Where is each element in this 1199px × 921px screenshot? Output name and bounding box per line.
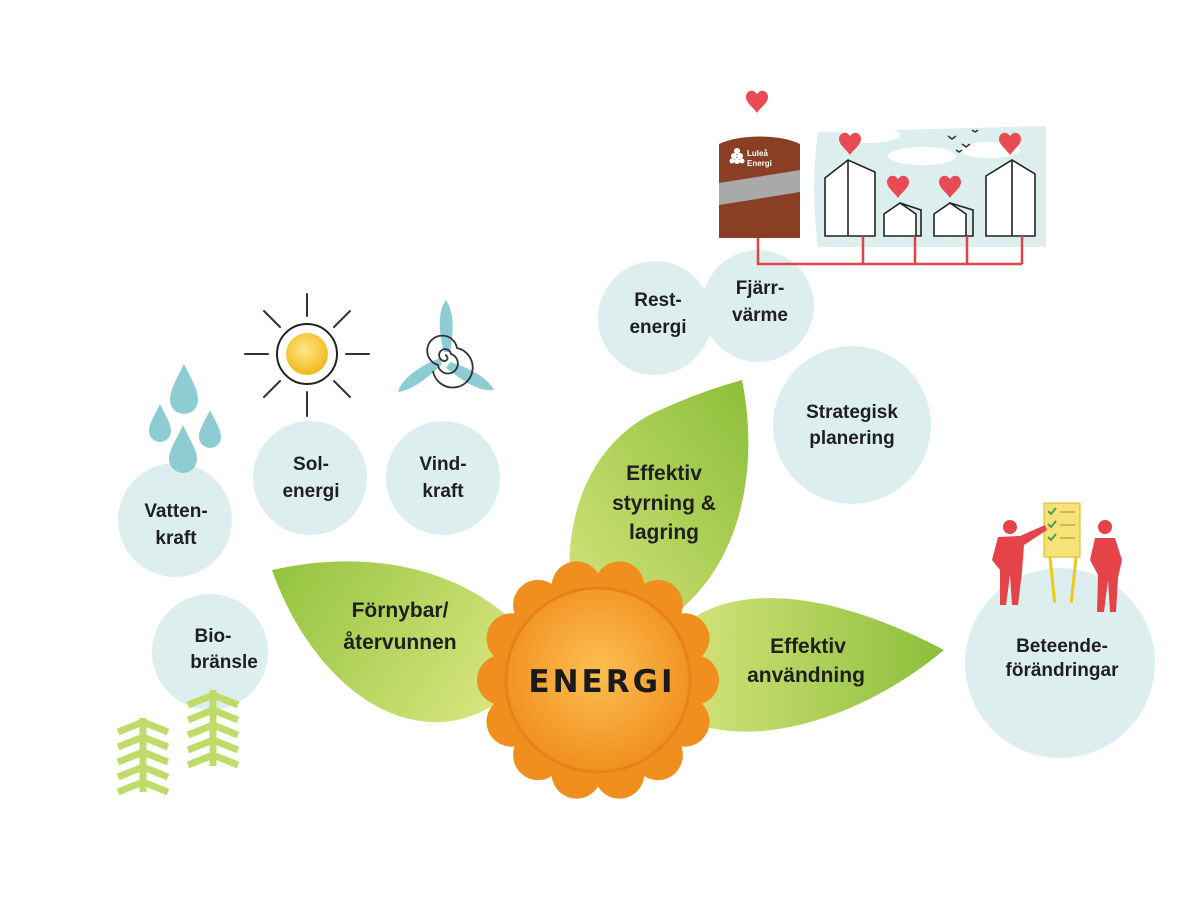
leaf-usage (676, 598, 944, 732)
center-label: ENERGI (528, 664, 675, 700)
logo-line1: Luleå (747, 149, 768, 158)
heat-tank-icon: Luleå Energi (719, 136, 800, 238)
bubble-hydro-line1: Vatten- (144, 501, 207, 522)
bubble-bio-line1: Bio- (195, 626, 232, 647)
bubble-district-line1: Fjärr- (736, 278, 785, 299)
district-heating-pipes (756, 236, 1024, 266)
bubble-wind (386, 421, 500, 535)
water-drops-icon (149, 364, 221, 473)
bubble-hydro (118, 463, 232, 577)
wind-turbine-icon (398, 300, 494, 392)
heart-icon (746, 90, 768, 113)
petal-usage-line2: användning (747, 664, 865, 687)
plant-icon (116, 690, 240, 796)
petal-control-line1: Effektiv (626, 462, 702, 485)
bubble-behavior-line2: förändringar (1006, 660, 1120, 681)
bubble-strategic-line1: Strategisk (806, 402, 898, 423)
bubble-wind-line2: kraft (422, 481, 464, 502)
bubble-bio (152, 594, 268, 710)
bubble-strategic-line2: planering (809, 428, 895, 449)
bubble-bio-line2: bränsle (190, 652, 258, 673)
energy-flower (477, 561, 719, 799)
bubble-solar-line2: energi (282, 481, 339, 502)
petal-control-line3: lagring (629, 521, 699, 544)
birds-icon (947, 129, 979, 153)
petal-control-line2: styrning & (612, 492, 716, 515)
leaf-renewable (272, 561, 540, 723)
petal-renewable-line2: återvunnen (343, 631, 456, 654)
bubble-residual (598, 261, 712, 375)
bubble-solar (253, 421, 367, 535)
bubble-hydro-line2: kraft (155, 528, 197, 549)
bubble-district-line2: värme (732, 305, 788, 326)
petal-renewable-line1: Förnybar/ (352, 599, 449, 622)
bubble-residual-line2: energi (629, 317, 686, 338)
bubble-solar-line1: Sol- (293, 454, 329, 475)
presentation-people-icon (992, 502, 1122, 612)
bubble-residual-line1: Rest- (634, 290, 682, 311)
logo-flower-icon (729, 148, 745, 164)
bubble-wind-line1: Vind- (419, 454, 466, 475)
bubble-district (702, 250, 814, 362)
houses-icon (824, 159, 1036, 237)
petal-usage-line1: Effektiv (770, 635, 846, 658)
bubble-strategic (773, 346, 931, 504)
logo-line2: Energi (747, 159, 772, 168)
sun-icon (244, 293, 370, 417)
bubble-behavior-line1: Beteende- (1016, 636, 1108, 657)
bubble-behavior (965, 568, 1155, 758)
